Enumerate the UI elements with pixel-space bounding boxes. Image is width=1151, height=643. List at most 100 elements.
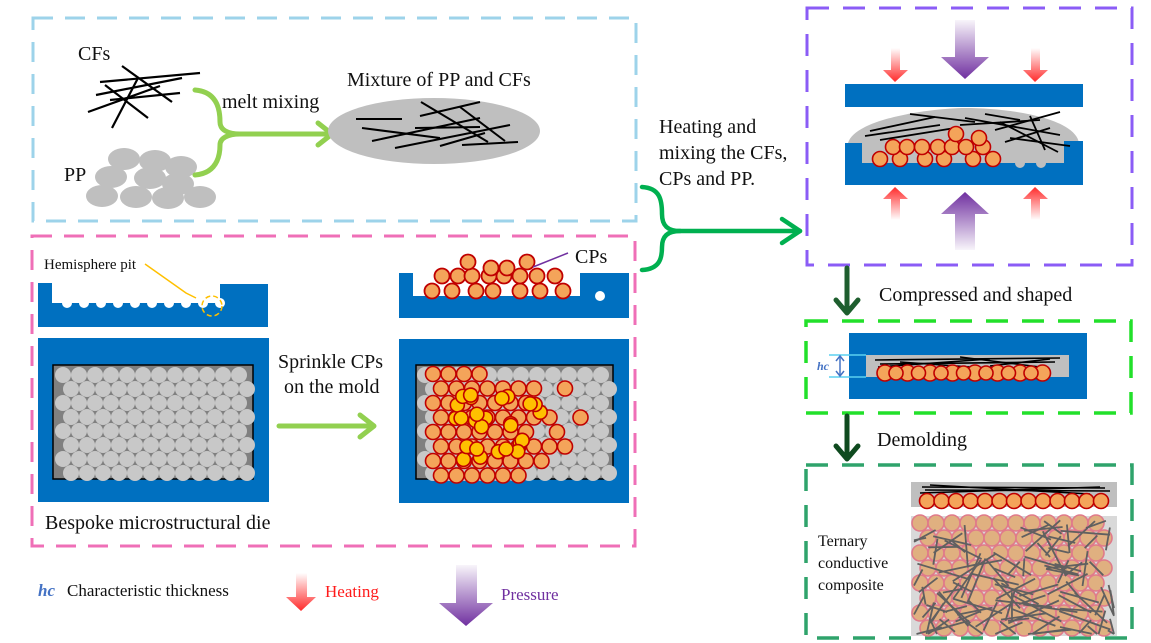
cfs-label: CFs (78, 43, 110, 65)
carbon-fiber (926, 604, 948, 613)
die-pit (71, 395, 87, 411)
cp-particle (1000, 365, 1017, 381)
cp-particle (884, 138, 902, 156)
carbon-fiber (1054, 563, 1082, 573)
die-pit (561, 395, 577, 411)
composite-label-line2: conductive (818, 555, 888, 572)
die-pit (207, 381, 223, 397)
carbon-fiber (1105, 527, 1111, 551)
cp-particle (541, 438, 558, 455)
die-pit (135, 367, 151, 383)
legend-hc-symbol: hc (38, 581, 55, 600)
hemisphere-pit (79, 298, 89, 308)
die-pit (79, 437, 95, 453)
carbon-fiber (967, 599, 982, 614)
die-pit (199, 451, 215, 467)
die-pit (175, 465, 191, 481)
carbon-fiber (958, 616, 984, 635)
cp-particle (525, 380, 543, 397)
carbon-fiber (952, 581, 973, 593)
die-pit (585, 437, 601, 453)
cp-particle-faded (1079, 559, 1097, 577)
die-pit (175, 437, 191, 453)
cp-particle (548, 423, 566, 441)
die-pit (135, 451, 151, 467)
cp-particle (463, 267, 481, 285)
cp-particle (933, 365, 949, 381)
cp-particle-top-layer (455, 451, 472, 468)
composite-panel: Ternary conductive composite (804, 463, 1134, 640)
composite-side-fibers (919, 484, 1111, 495)
cps-leader (532, 252, 569, 268)
carbon-fiber (1081, 550, 1089, 587)
hemisphere-pit (113, 298, 123, 308)
die-pit (143, 409, 159, 425)
die-pit (87, 451, 103, 467)
die-pit (127, 409, 143, 425)
die-pit (143, 381, 159, 397)
cp-particle (556, 380, 574, 397)
cp-particle (440, 423, 457, 441)
cp-particle (528, 267, 546, 285)
die-pit (553, 465, 569, 481)
cp-particle (484, 282, 502, 300)
cp-particle (913, 138, 931, 156)
cp-particle (947, 125, 965, 143)
die-pit (593, 395, 609, 411)
cp-particle (518, 253, 536, 271)
die-pit (207, 437, 223, 453)
die-pit (231, 395, 247, 411)
carbon-fiber (933, 532, 963, 554)
carbon-fiber (966, 558, 987, 604)
die-pit (103, 367, 119, 383)
die-pit (87, 423, 103, 439)
cp-particle (511, 267, 529, 285)
die-pit (561, 367, 577, 383)
die-pit (593, 451, 609, 467)
carbon-fiber (1036, 542, 1051, 558)
cp-particle-top-layer (462, 387, 479, 403)
die-pit (175, 381, 191, 397)
cp-particle (459, 253, 477, 271)
hot-press-label-line3: CPs and PP. (659, 168, 755, 190)
die-pit (199, 367, 215, 383)
carbon-fiber (993, 551, 1032, 576)
cp-particle-top-layer (494, 390, 510, 407)
die-pit (577, 367, 593, 383)
cp-particle (947, 492, 965, 510)
carbon-fiber (1087, 625, 1098, 635)
die-pit (167, 395, 183, 411)
die-pit (111, 409, 127, 425)
die-pit (167, 423, 183, 439)
carbon-fibers-bundle (87, 65, 201, 129)
die-pit (191, 409, 207, 425)
die-pit (95, 381, 111, 397)
die-pit (231, 367, 247, 383)
die-pit (95, 465, 111, 481)
heating-arrow-top-left (883, 48, 908, 82)
cp-particle (432, 380, 450, 397)
cp-particle (910, 365, 927, 381)
cp-particle (533, 452, 550, 470)
composite-side-cp-particles (918, 492, 1110, 510)
compress-step-arrow (833, 265, 861, 316)
cp-particle (1063, 492, 1081, 510)
cp-particles-cross-section (423, 253, 572, 300)
cp-particle-faded (1063, 589, 1081, 607)
legend-hc-text: Characteristic thickness (67, 581, 229, 600)
carbon-fiber (1044, 535, 1062, 557)
pp-pellets (86, 148, 216, 209)
cp-particle (957, 138, 975, 156)
cp-particle-faded (911, 514, 929, 532)
lower-mold (845, 141, 1083, 185)
die-pit (159, 437, 175, 453)
legend-pressure-arrow-icon (439, 565, 493, 626)
die-pit (207, 409, 223, 425)
hot-press-panel-border (805, 6, 1134, 267)
die-caption: Bespoke microstructural die (45, 512, 271, 534)
cp-particle (546, 267, 564, 285)
die-pit (231, 423, 247, 439)
die-pit (63, 465, 79, 481)
die-pit (183, 367, 199, 383)
